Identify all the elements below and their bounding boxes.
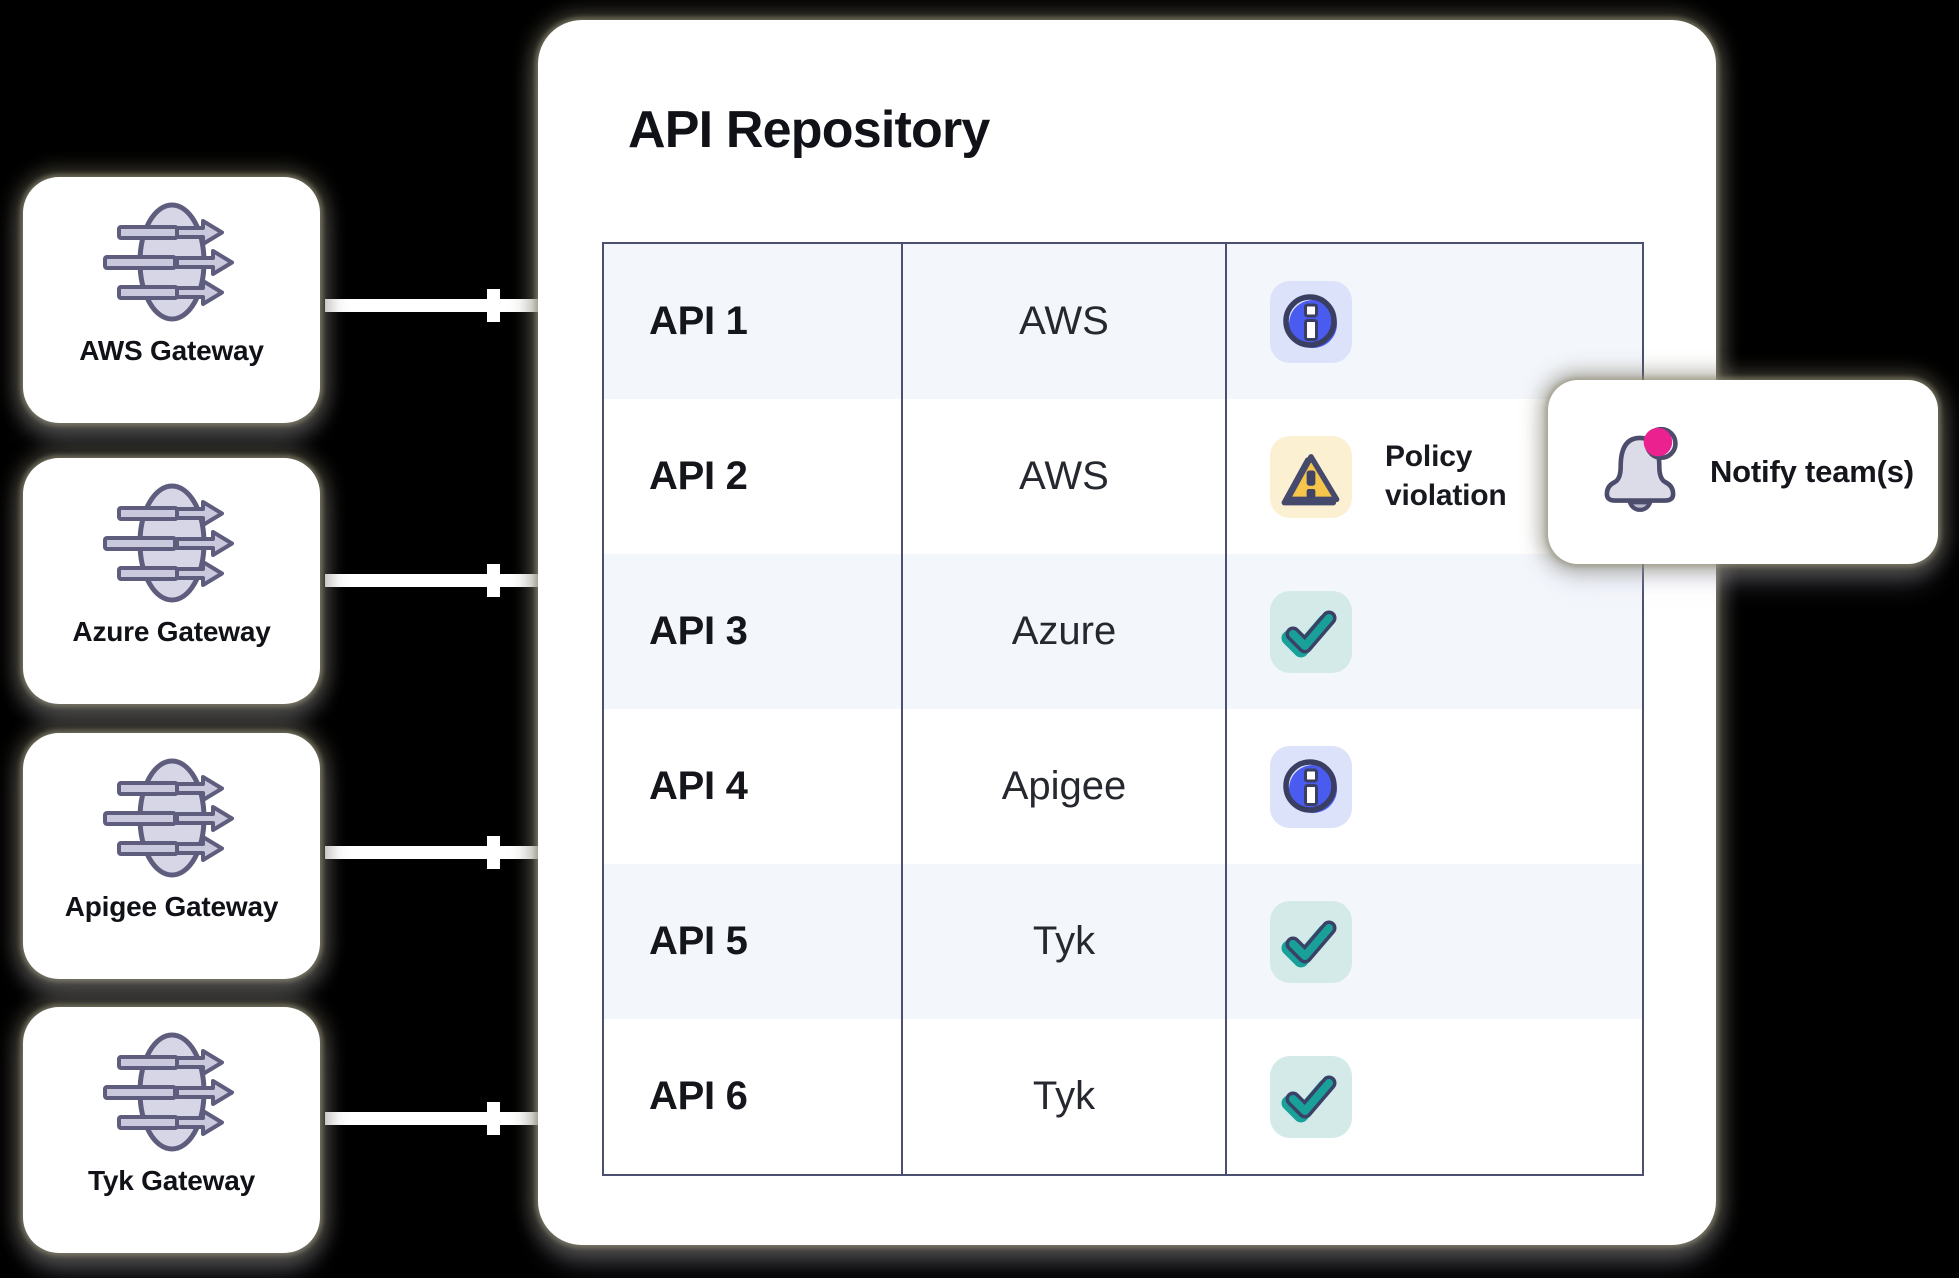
provider-cell: Azure bbox=[901, 554, 1225, 709]
notify-callout-label: Notify team(s) bbox=[1710, 454, 1914, 489]
provider-cell: Tyk bbox=[901, 864, 1225, 1019]
connector-endpoint bbox=[487, 289, 500, 322]
gateway-icon bbox=[97, 199, 247, 325]
api-name-cell: API 5 bbox=[649, 919, 748, 963]
status-label: Policy violation bbox=[1385, 440, 1507, 512]
warning-icon bbox=[1281, 447, 1341, 507]
api-name-cell: API 6 bbox=[649, 1074, 748, 1118]
bell-icon bbox=[1594, 422, 1686, 522]
provider-cell: Tyk bbox=[901, 1019, 1225, 1174]
status-cell bbox=[1225, 244, 1640, 399]
gateway-card-label: Azure Gateway bbox=[72, 616, 271, 647]
status-cell bbox=[1225, 554, 1640, 709]
table-row: API 6 Tyk bbox=[604, 1019, 1642, 1174]
status-badge bbox=[1270, 435, 1352, 518]
gateway-card-label: AWS Gateway bbox=[79, 335, 264, 366]
gateway-icon bbox=[97, 755, 247, 881]
status-cell bbox=[1225, 709, 1640, 864]
table-row: API 4 Apigee bbox=[604, 709, 1642, 864]
connector-line bbox=[325, 564, 541, 597]
table-row: API 1 AWS bbox=[604, 244, 1642, 399]
connector-line bbox=[325, 289, 541, 322]
notify-callout: Notify team(s) bbox=[1548, 380, 1938, 564]
connector-endpoint bbox=[487, 564, 500, 597]
api-name-cell: API 4 bbox=[649, 764, 748, 808]
provider-cell: Apigee bbox=[901, 709, 1225, 864]
gateway-icon bbox=[97, 480, 247, 606]
connector-line bbox=[325, 836, 541, 869]
status-cell bbox=[1225, 1019, 1640, 1174]
panel-title: API Repository bbox=[628, 101, 990, 159]
info-icon bbox=[1281, 292, 1341, 352]
api-name-cell: API 2 bbox=[649, 454, 748, 498]
table-row: API 2 AWS Policy violation bbox=[604, 399, 1642, 554]
check-icon bbox=[1281, 1067, 1341, 1127]
api-table: API 1 AWS API 2 AWS bbox=[602, 242, 1644, 1176]
connector-endpoint bbox=[487, 1102, 500, 1135]
provider-cell: AWS bbox=[901, 399, 1225, 554]
connector-endpoint bbox=[487, 836, 500, 869]
status-cell: Policy violation bbox=[1225, 399, 1640, 554]
provider-cell: AWS bbox=[901, 244, 1225, 399]
gateway-icon bbox=[97, 1029, 247, 1155]
gateway-card-label: Tyk Gateway bbox=[88, 1165, 255, 1196]
status-badge bbox=[1270, 745, 1352, 828]
gateway-card-aws: AWS Gateway bbox=[23, 177, 320, 423]
gateway-card-azure: Azure Gateway bbox=[23, 458, 320, 704]
status-badge bbox=[1270, 900, 1352, 983]
gateway-card-label: Apigee Gateway bbox=[64, 891, 279, 922]
api-name-cell: API 3 bbox=[649, 609, 748, 653]
table-row: API 5 Tyk bbox=[604, 864, 1642, 1019]
gateway-card-apigee: Apigee Gateway bbox=[23, 733, 320, 979]
gateway-card-tyk: Tyk Gateway bbox=[23, 1007, 320, 1253]
table-row: API 3 Azure bbox=[604, 554, 1642, 709]
status-badge bbox=[1270, 280, 1352, 363]
check-icon bbox=[1281, 912, 1341, 972]
status-cell bbox=[1225, 864, 1640, 1019]
info-icon bbox=[1281, 757, 1341, 817]
api-name-cell: API 1 bbox=[649, 299, 748, 343]
api-repository-panel: API Repository API 1 AWS API 2 AWS bbox=[538, 20, 1716, 1245]
status-badge bbox=[1270, 590, 1352, 673]
status-badge bbox=[1270, 1055, 1352, 1138]
connector-line bbox=[325, 1102, 541, 1135]
check-icon bbox=[1281, 602, 1341, 662]
